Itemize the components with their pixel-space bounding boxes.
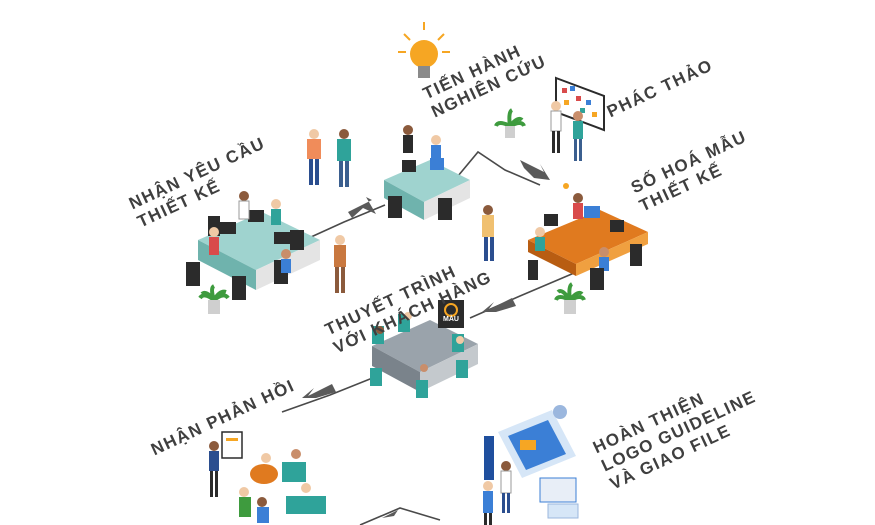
feedback-lounge bbox=[209, 431, 326, 523]
arrow-3 bbox=[482, 298, 516, 312]
plant-1 bbox=[198, 284, 230, 314]
requirements-office bbox=[186, 191, 320, 300]
meeting-room bbox=[370, 300, 478, 398]
arrow-5 bbox=[382, 510, 398, 518]
discussion-pair bbox=[307, 129, 351, 187]
finalize-devices bbox=[483, 405, 579, 525]
arrow-4 bbox=[302, 384, 336, 398]
presenter bbox=[334, 235, 346, 293]
walking-person bbox=[482, 205, 494, 261]
arrow-1 bbox=[348, 197, 376, 218]
lightbulb-icon bbox=[398, 22, 450, 78]
plant-3 bbox=[554, 282, 586, 314]
flow-arrows bbox=[302, 160, 550, 518]
research-lab bbox=[384, 125, 470, 220]
brand-sign-text: MÀU bbox=[443, 316, 459, 323]
draft-board bbox=[550, 76, 605, 161]
arrow-2 bbox=[520, 160, 550, 180]
plant-2 bbox=[494, 108, 526, 138]
digitize-office bbox=[528, 183, 648, 290]
